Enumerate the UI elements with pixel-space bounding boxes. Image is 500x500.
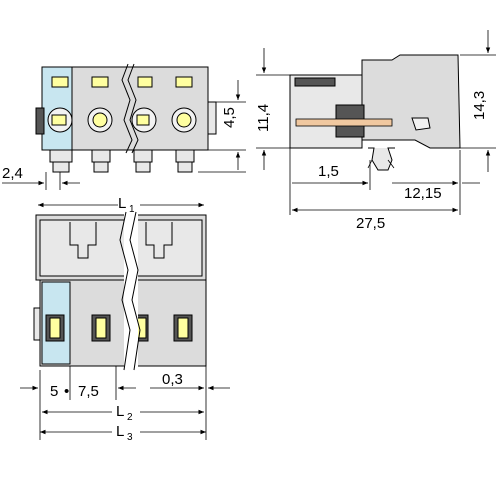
dim-height-body: 11,4 xyxy=(255,48,290,170)
clamp-yellow-1 xyxy=(51,114,67,126)
pin-1 xyxy=(52,161,70,173)
dim-label-L3-sub: 3 xyxy=(127,432,133,443)
side-view xyxy=(289,54,461,171)
clamp-yellow-2 xyxy=(92,112,108,128)
side-step xyxy=(207,101,217,135)
dim-L3: L 3 xyxy=(40,423,206,443)
dim-label-gap: 0,3 xyxy=(162,371,183,388)
top-latch-1 xyxy=(69,222,97,259)
bullet-icon: • xyxy=(64,383,69,400)
dim-L1: L 1 xyxy=(38,195,204,215)
dim-label-side-offset: 12,15 xyxy=(404,185,442,202)
dim-label-length-total: 27,5 xyxy=(356,215,385,232)
clamp-yellow-3 xyxy=(136,114,150,126)
dim-pin-depth: 1,5 xyxy=(289,148,371,215)
dim-label-L1-sub: 1 xyxy=(129,204,135,215)
dim-label-pin-depth: 1,5 xyxy=(318,163,339,180)
dim-label-pitch-left: 5 xyxy=(50,383,58,400)
pin-base-3 xyxy=(133,149,153,163)
dim-label-L2: L xyxy=(116,403,124,420)
release-tab-1 xyxy=(51,76,69,88)
top-latch-2 xyxy=(145,222,173,259)
dim-label-height-body: 11,4 xyxy=(255,104,272,132)
top-window-1 xyxy=(49,317,61,339)
dim-label-offset-left: 2,4 xyxy=(2,165,23,182)
pin-base-2 xyxy=(91,149,111,163)
pin-4 xyxy=(177,161,193,173)
top-break-line-2 xyxy=(129,211,141,371)
side-body-main xyxy=(361,54,461,149)
pin-base-4 xyxy=(175,149,195,163)
dim-height-pin: 4,5 xyxy=(198,80,246,173)
release-tab-3 xyxy=(137,76,153,88)
top-window-2 xyxy=(95,317,107,339)
dim-L2: L 2 xyxy=(42,403,204,423)
top-view xyxy=(33,211,207,371)
top-upper-inner xyxy=(39,219,203,277)
top-break-gap xyxy=(124,212,138,370)
dim-label-L3: L xyxy=(116,423,124,440)
dim-label-L1: L xyxy=(118,195,126,212)
release-tab-2 xyxy=(91,76,109,88)
side-pin xyxy=(368,147,395,171)
release-tab-4 xyxy=(175,76,193,88)
dim-height-total: 14,3 xyxy=(460,30,496,172)
front-break-line-2 xyxy=(127,63,139,154)
top-break-line xyxy=(119,211,131,371)
pin-base-1 xyxy=(49,149,73,163)
dim-pitch: 5 • 7,5 xyxy=(20,366,136,440)
dim-side-offset: 12,15 xyxy=(392,150,480,215)
top-window-3 xyxy=(136,317,147,339)
front-view xyxy=(35,63,217,173)
dim-gap: 0,3 xyxy=(150,366,230,440)
pin-2 xyxy=(93,161,109,173)
top-side-latch xyxy=(33,307,41,341)
pin-3 xyxy=(135,161,151,173)
side-conductor xyxy=(295,118,393,127)
side-latch xyxy=(35,107,45,135)
dim-length-total: 27,5 xyxy=(292,207,458,232)
dim-label-height-total: 14,3 xyxy=(471,91,488,120)
side-latch-window xyxy=(411,117,431,131)
front-break-line xyxy=(121,63,133,154)
dim-label-L2-sub: 2 xyxy=(127,412,133,423)
dim-label-pitch-right: 7,5 xyxy=(78,383,99,400)
dim-label-height-pin: 4,5 xyxy=(221,107,238,128)
clamp-yellow-4 xyxy=(176,112,192,128)
top-window-4 xyxy=(177,317,189,339)
dim-offset-left: 2,4 xyxy=(2,165,80,190)
side-top-slot xyxy=(294,77,336,87)
